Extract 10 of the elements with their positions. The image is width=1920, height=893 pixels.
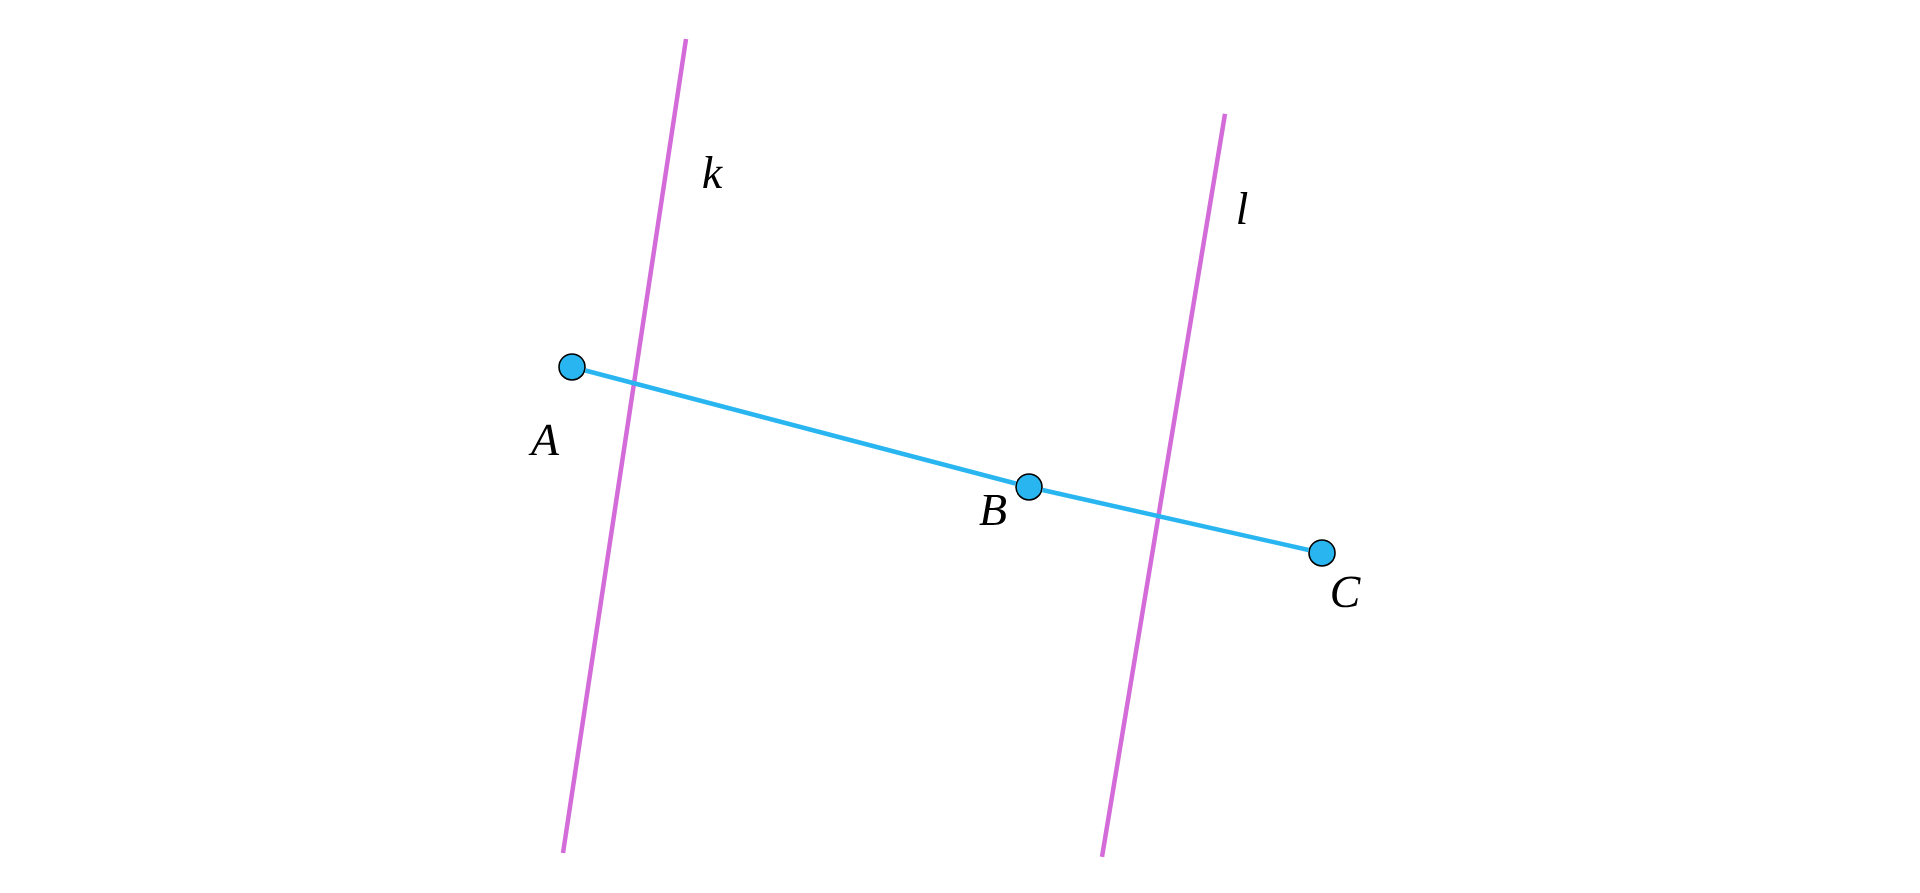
line-label: l [1238,192,1248,224]
segment [1041,487,1310,553]
point-label: A [528,424,560,456]
line-label: k [703,156,723,188]
point [1015,473,1043,501]
point [558,353,586,381]
point-label: C [1332,576,1361,608]
segment [584,368,1017,486]
point [1308,539,1336,567]
point-label: B [979,494,1006,526]
